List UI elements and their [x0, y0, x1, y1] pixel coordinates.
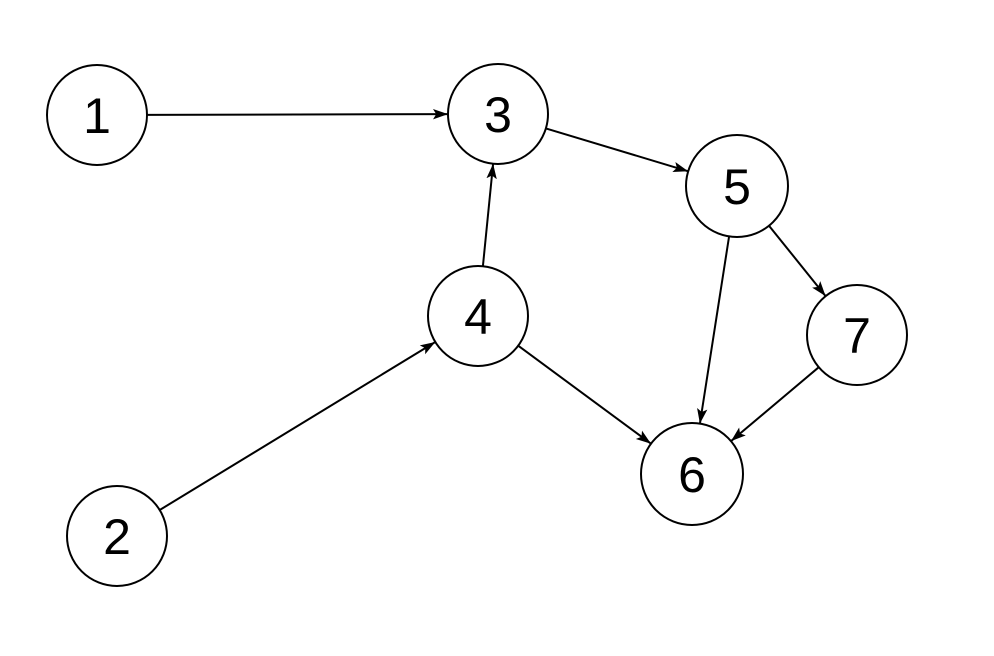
node-3: 3	[447, 63, 549, 165]
node-6: 6	[640, 422, 744, 526]
node-label-1: 1	[83, 88, 111, 144]
node-5: 5	[685, 134, 789, 238]
edge-4-to-3	[481, 163, 497, 267]
node-circle-1	[46, 64, 148, 166]
edge-5-to-6	[697, 236, 731, 424]
node-label-3: 3	[484, 87, 512, 143]
edge-2-to-4	[159, 341, 436, 511]
node-7: 7	[806, 284, 908, 386]
node-label-5: 5	[723, 159, 751, 215]
edge-7-to-6	[730, 366, 820, 442]
node-label-7: 7	[843, 308, 871, 364]
node-4: 4	[427, 265, 529, 367]
edge-4-to-6	[517, 344, 652, 445]
node-2: 2	[66, 485, 168, 587]
node-circle-4	[427, 265, 529, 367]
node-circle-5	[685, 134, 789, 238]
edge-5-to-7	[768, 225, 827, 297]
node-circle-3	[447, 63, 549, 165]
nodes: 1 2 3 4 5 6 7	[46, 63, 908, 587]
edge-3-to-5	[545, 127, 689, 173]
node-1: 1	[46, 64, 148, 166]
edges	[146, 108, 827, 511]
node-label-2: 2	[103, 509, 131, 565]
node-circle-6	[640, 422, 744, 526]
node-label-6: 6	[678, 447, 706, 503]
node-label-4: 4	[464, 289, 492, 345]
node-circle-7	[806, 284, 908, 386]
node-circle-2	[66, 485, 168, 587]
edge-1-to-3	[146, 108, 449, 120]
